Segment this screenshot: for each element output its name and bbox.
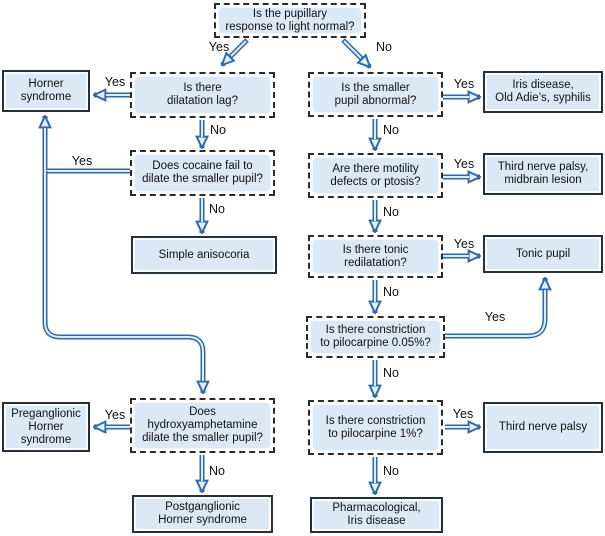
node-dilatation-lag: Is there dilatation lag? [130,72,275,118]
node-smaller-pupil-label: Is the smaller pupil abnormal? [334,81,417,107]
node-pilocarpine-005: Is there constriction to pilocarpine 0.0… [306,316,445,358]
node-pilocarpine-1-label: Is there constriction to pilocarpine 1%? [325,414,426,440]
edge-light-no-smaller-pupil [341,38,372,69]
node-light-normal-label: Is the pupillary response to light norma… [225,7,355,33]
node-postganglionic-horner: Postganglionic Horner syndrome [132,495,273,533]
edge-label-dilatation-no: No [210,123,226,137]
node-motility-defects: Are there motility defects or ptosis? [308,153,443,198]
node-horner-syndrome: Horner syndrome [2,70,90,112]
edge-label-smaller-pupil-no: No [383,123,399,137]
edge-label-tonic-redilatation-yes: Yes [453,237,475,251]
edge-label-cocaine-no: No [209,202,225,216]
node-dilatation-lag-label: Is there dilatation lag? [167,82,238,107]
node-simple-anisocoria-label: Simple anisocoria [158,248,250,261]
edge-label-light-no: No [376,40,392,54]
node-tonic-redilatation-label: Is there tonic redilatation? [342,243,409,269]
edge-label-cocaine-yes: Yes [71,154,93,168]
edge-label-motility-no: No [383,205,399,219]
node-pilocarpine-005-label: Is there constriction to pilocarpine 0.0… [320,324,431,349]
node-third-nerve-midbrain-label: Third nerve palsy, midbrain lesion [497,161,589,186]
node-cocaine-test-label: Does cocaine fail to dilate the smaller … [142,160,263,185]
node-third-nerve-palsy: Third nerve palsy [483,402,603,453]
edge-label-light-yes: Yes [208,40,230,54]
edge-label-motility-yes: Yes [453,157,475,171]
node-tonic-redilatation: Is there tonic redilatation? [308,235,443,278]
node-preganglionic-horner: Preganglionic Horner syndrome [2,402,90,452]
node-cocaine-test: Does cocaine fail to dilate the smaller … [130,150,275,196]
edge-label-dilatation-yes: Yes [104,75,126,89]
node-smaller-pupil: Is the smaller pupil abnormal? [308,72,443,117]
edge-label-pilocarpine005-yes: Yes [484,310,506,324]
node-third-nerve-midbrain: Third nerve palsy, midbrain lesion [483,153,603,195]
node-pilocarpine-1: Is there constriction to pilocarpine 1%? [308,400,443,455]
edge-label-smaller-pupil-yes: Yes [453,77,475,91]
node-preganglionic-horner-label: Preganglionic Horner syndrome [11,407,81,446]
edge-label-hydroxyamphetamine-yes: Yes [104,408,126,422]
node-light-normal: Is the pupillary response to light norma… [214,3,366,38]
edge-label-pilocarpine1-yes: Yes [452,407,474,421]
node-horner-syndrome-label: Horner syndrome [20,78,72,103]
node-pharmacological: Pharmacological, Iris disease [310,497,443,533]
node-iris-disease-label: Iris disease, Old Adie’s, syphilis [495,79,591,104]
edge-label-pilocarpine1-no: No [383,464,399,478]
node-motility-defects-label: Are there motility defects or ptosis? [330,162,421,188]
edge-cocaine-yes-hydroxyamphetamine [42,171,203,393]
edge-label-tonic-redilatation-no: No [383,285,399,299]
edge-pilocarpine005-yes-tonic-pupil [445,278,545,339]
edge-light-yes-dilatation [220,38,249,67]
node-tonic-pupil: Tonic pupil [483,235,603,273]
node-hydroxyamphetamine-test-label: Does hydroxyamphetamine dilate the small… [142,406,263,444]
edge-label-hydroxyamphetamine-no: No [209,464,225,478]
edge-label-pilocarpine005-no: No [383,366,399,380]
node-simple-anisocoria: Simple anisocoria [131,236,277,274]
node-postganglionic-horner-label: Postganglionic Horner syndrome [158,501,247,526]
node-hydroxyamphetamine-test: Does hydroxyamphetamine dilate the small… [130,398,275,453]
node-pharmacological-label: Pharmacological, Iris disease [332,502,421,527]
node-third-nerve-palsy-label: Third nerve palsy [498,421,588,433]
node-iris-disease: Iris disease, Old Adie’s, syphilis [483,71,603,113]
node-tonic-pupil-label: Tonic pupil [515,247,571,260]
